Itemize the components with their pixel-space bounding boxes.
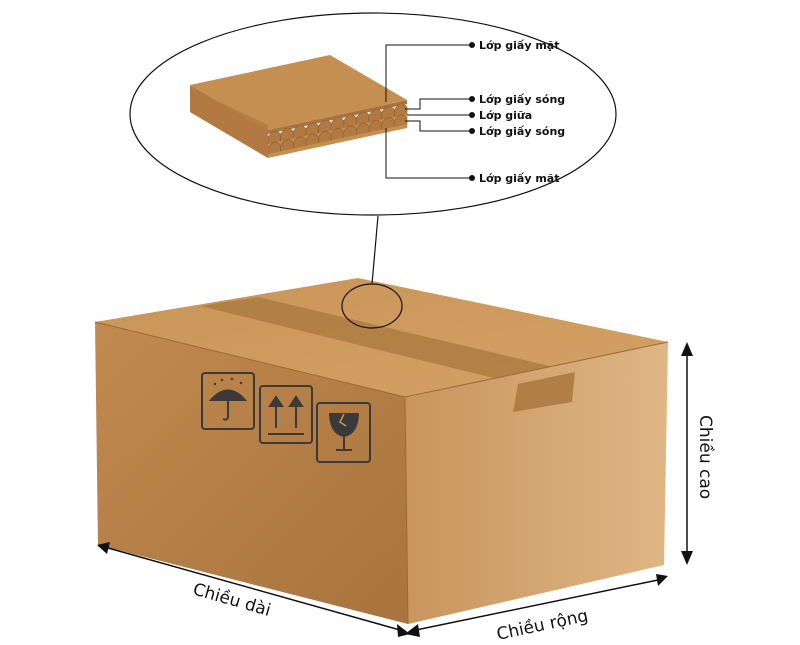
umbrella-icon <box>201 372 255 430</box>
tape-strip-top <box>200 297 575 384</box>
height-label: Chiều cao <box>695 415 716 499</box>
callout <box>129 12 617 329</box>
handling-icons <box>201 372 371 463</box>
layer-leader-lines <box>385 42 475 181</box>
layer-label-flute-1: Lớp giấy sóng <box>479 93 565 106</box>
tape-strip-side <box>513 372 575 412</box>
box-front-face <box>95 322 408 624</box>
layer-label-middle: Lớp giữa <box>479 109 532 122</box>
this-way-up-icon <box>259 385 313 444</box>
corrugated-board-cross-section <box>190 55 408 158</box>
dimension-arrows <box>97 342 693 637</box>
cardboard-box <box>94 278 669 625</box>
fragile-glass-icon <box>316 402 371 463</box>
layer-label-top-liner: Lớp giấy mặt <box>479 39 559 52</box>
box-side-face <box>405 342 668 624</box>
layer-labels: Lớp giấy mặt Lớp giấy sóng Lớp giữa Lớp … <box>479 39 565 185</box>
layer-label-flute-2: Lớp giấy sóng <box>479 125 565 138</box>
flute-segment <box>394 103 408 119</box>
layer-label-bottom-liner: Lớp giấy mặt <box>479 172 559 185</box>
